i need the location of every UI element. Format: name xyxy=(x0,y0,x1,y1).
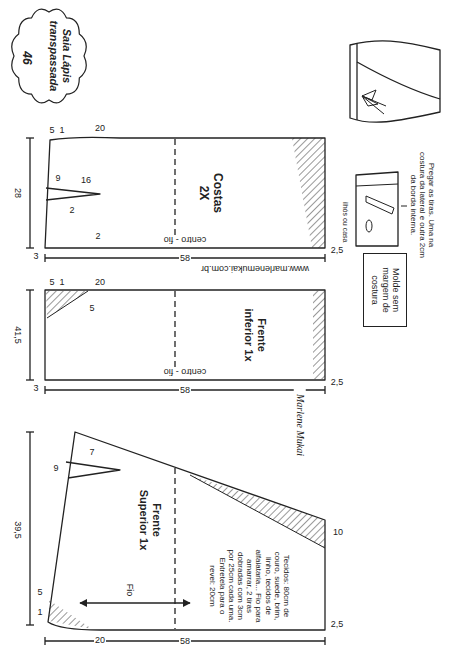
dimension-number: 20 xyxy=(94,277,106,287)
watermark: www.marlenemukai.com.br xyxy=(184,264,326,274)
dimension-number: 5 xyxy=(48,277,55,287)
dimension-number: 1 xyxy=(36,607,43,617)
grain-label: Fio xyxy=(125,583,135,598)
dimension-number: 9 xyxy=(52,463,59,473)
dimension-number: 10 xyxy=(332,527,344,537)
dimension-number: 2,5 xyxy=(330,377,345,387)
dimension-number: 16 xyxy=(80,175,92,185)
title-text: Saia Lápis transpassada xyxy=(47,20,72,92)
dimension-number: 5 xyxy=(48,125,55,135)
title-cloud: Saia Lápis transpassada 46 xyxy=(8,6,90,106)
dimension-number: 2,5 xyxy=(330,619,345,629)
dimension-number: 2 xyxy=(94,231,101,241)
dimension-number: 20 xyxy=(94,635,106,645)
upper-front-piece xyxy=(48,432,325,630)
materials-note: Tecidos: 80cm de couro, suede, brim, lin… xyxy=(209,547,292,625)
dart xyxy=(46,188,100,200)
piece-name: Frente Superior 1x xyxy=(137,480,162,560)
grain-label: centro - fio xyxy=(149,235,221,245)
dimension-number: 1 xyxy=(58,125,65,135)
note-text: ilhós ou casa xyxy=(341,201,349,244)
pattern-piece: Costas 2X xyxy=(45,138,325,248)
note-text: Molde sem margem de costura xyxy=(369,259,400,321)
piece-name: Frente inferior 1x xyxy=(242,300,267,370)
back-piece xyxy=(45,137,325,248)
piece-name: Costas 2X xyxy=(196,166,224,221)
dimension-number: 39,5 xyxy=(13,520,23,540)
dimension-number: 2,5 xyxy=(330,245,345,255)
dimension-number: 5 xyxy=(36,587,43,597)
dimension-number: 5 xyxy=(88,303,95,313)
dimension-number: 58 xyxy=(179,636,191,646)
dimension-number: 3 xyxy=(32,383,39,393)
dimension-number: 28 xyxy=(13,187,23,199)
note-box: Molde sem margem de costura xyxy=(363,253,407,327)
dimension-number: 58 xyxy=(179,385,191,395)
skirt-sketch xyxy=(350,41,440,122)
grain-line xyxy=(80,602,190,603)
dimension-number: 2 xyxy=(68,205,75,215)
signature: Marlene Mukai xyxy=(294,387,306,464)
dimension-number: 7 xyxy=(88,447,95,457)
lower-front-piece xyxy=(45,290,325,380)
dimension-number: 41,5 xyxy=(13,325,23,345)
detail-sketch xyxy=(356,172,398,246)
dimension-number: 20 xyxy=(94,123,106,133)
size-number: 46 xyxy=(19,51,33,64)
dimension-number: 3 xyxy=(32,251,39,261)
dimension-number: 58 xyxy=(179,253,191,263)
dart xyxy=(66,462,120,478)
grain-label: centro - fio xyxy=(149,367,221,377)
note-text: Pregar as tiras. Uma na costura da later… xyxy=(408,149,436,261)
dimension-number: 1 xyxy=(58,277,65,287)
dimension-number: 9 xyxy=(54,173,61,183)
